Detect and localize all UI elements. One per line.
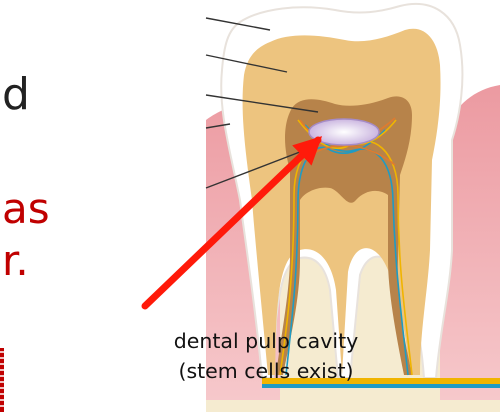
- text-fragment-1: d: [2, 73, 30, 117]
- tooth-dentin: [243, 29, 441, 375]
- caption-line-2: (stem cells exist): [178, 361, 353, 382]
- caption-line-1: dental pulp cavity: [174, 331, 359, 352]
- text-fragment-3: r.: [2, 240, 29, 282]
- text-fragment-2: as: [2, 188, 50, 230]
